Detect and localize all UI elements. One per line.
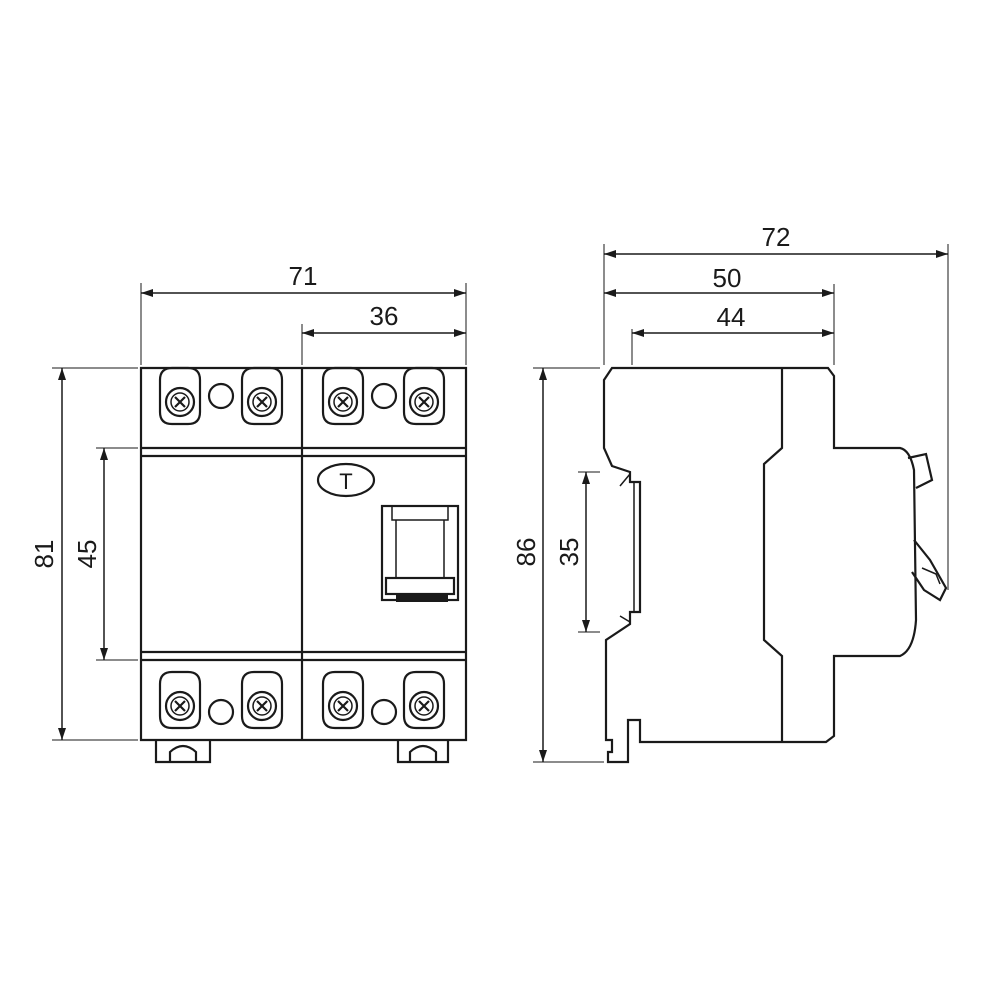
side-view: 72 50 44 86 35 — [511, 222, 949, 764]
bottom-terminals — [158, 670, 446, 730]
screw-icon — [240, 670, 284, 730]
terminal-hole-icon — [207, 382, 235, 410]
dim-side-rail-depth: 44 — [717, 302, 746, 332]
top-terminals — [158, 366, 446, 426]
screw-icon — [402, 670, 446, 730]
dim-module-width: 36 — [370, 301, 399, 331]
screw-icon — [240, 366, 284, 426]
screw-icon — [321, 670, 365, 730]
screw-icon — [321, 366, 365, 426]
face-bottom-edge — [141, 650, 466, 662]
dim-front-width: 71 — [289, 261, 318, 291]
test-button-label: T — [339, 469, 352, 494]
dim-side-body-depth: 50 — [713, 263, 742, 293]
terminal-hole-icon — [207, 698, 235, 726]
din-clips — [154, 740, 450, 764]
dim-side-height: 86 — [511, 538, 541, 567]
side-lever — [907, 452, 948, 602]
dim-front-height: 81 — [29, 540, 59, 569]
terminal-hole-icon — [370, 698, 398, 726]
screw-icon — [402, 366, 446, 426]
dim-side-total-depth: 72 — [762, 222, 791, 252]
front-body-outline — [139, 366, 468, 742]
screw-icon — [158, 366, 202, 426]
side-body-outline — [602, 366, 918, 764]
dim-face-height: 45 — [72, 540, 102, 569]
dim-rail-height: 35 — [554, 538, 584, 567]
front-view: T 71 36 81 45 — [29, 261, 468, 764]
terminal-hole-icon — [370, 382, 398, 410]
toggle-lever — [380, 504, 460, 602]
face-top-edge — [141, 446, 466, 458]
screw-icon — [158, 670, 202, 730]
test-button — [316, 462, 376, 498]
